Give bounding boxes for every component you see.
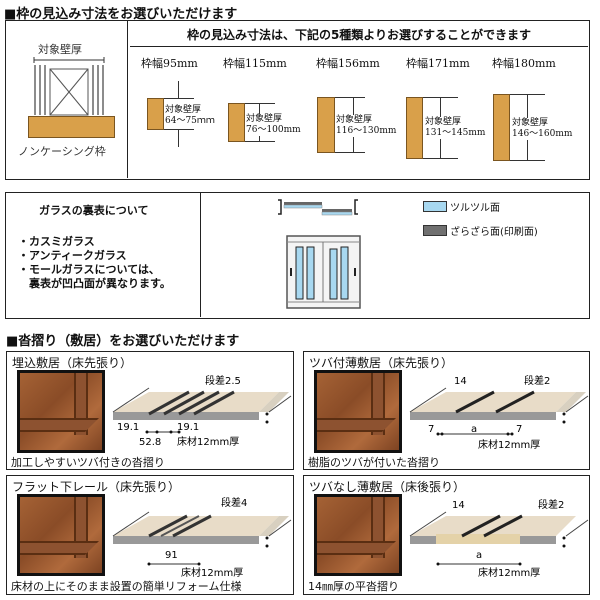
rough-side-swatch xyxy=(423,225,447,236)
flangeless-thin-threshold-diagram: 14 段差2 a 床材12mm厚 xyxy=(409,498,589,578)
panel-caption: 樹脂のツバが付いた沓摺り xyxy=(308,456,440,469)
frame-156-wall-label: 対象壁厚 xyxy=(336,115,373,126)
frame-115-block xyxy=(228,103,245,142)
sliding-window-icon xyxy=(286,235,361,309)
dim-line xyxy=(423,158,458,159)
svg-text:7: 7 xyxy=(516,424,522,435)
threshold-photo xyxy=(17,494,105,576)
glass-notes-title: ガラスの裏表について xyxy=(39,204,149,217)
panel-title: 埋込敷居（床先張り） xyxy=(12,356,133,370)
frame-180-wall-label: 対象壁厚 xyxy=(512,118,549,129)
threshold-photo xyxy=(314,370,402,453)
panel-title: ツバなし薄敷居（床後張り） xyxy=(309,480,466,494)
glass-note-item: ・カスミガラス xyxy=(18,235,95,248)
non-casing-frame-diagram: 対象壁厚 ノンケーシング枠 xyxy=(6,21,128,178)
svg-text:段差4: 段差4 xyxy=(221,496,247,509)
frame-180-range: 146～160mm xyxy=(512,129,573,140)
flanged-thin-threshold-diagram: 14 段差2 7 a 7 床材12mm厚 xyxy=(409,374,589,451)
frame-115-range: 76～100mm xyxy=(246,125,301,136)
wall-cross-section-icon xyxy=(33,57,105,116)
frame-options-title-bar: 枠の見込み寸法は、下記の5種類よりお選びすることができます xyxy=(130,21,588,47)
svg-text:19.1: 19.1 xyxy=(117,422,139,433)
frame-width-171: 枠幅171mm xyxy=(406,57,470,70)
section-heading-threshold: ■沓摺り（敷居）をお選びいただけます xyxy=(6,334,240,349)
dim-line xyxy=(178,81,179,98)
dim-line xyxy=(510,160,545,161)
frame-171-wall-label: 対象壁厚 xyxy=(425,117,462,128)
smooth-side-label: ツルツル面 xyxy=(450,203,500,214)
svg-text:段差2: 段差2 xyxy=(538,498,564,511)
glass-notes-list: ・カスミガラス ・アンティークガラス ・モールガラスについては、 裏表が凹凸面が… xyxy=(18,235,171,291)
glass-notes-panel: ガラスの裏表について ・カスミガラス ・アンティークガラス ・モールガラスについ… xyxy=(6,193,201,317)
frame-width-115: 枠幅115mm xyxy=(223,57,287,70)
frame-180-block xyxy=(493,94,510,161)
threshold-panel-flat-rail: フラット下レール（床先張り） 段差4 91 床材12mm厚 床材の上にそのまま設… xyxy=(6,475,294,595)
flat-rail-diagram: 段差4 91 床材12mm厚 xyxy=(112,496,292,578)
panel-title: フラット下レール（床先張り） xyxy=(12,480,181,494)
svg-text:52.8: 52.8 xyxy=(139,437,161,448)
frame-156-range: 116～130mm xyxy=(336,126,397,137)
glass-note-item: ・モールガラスについては、 xyxy=(18,263,160,276)
dim-line xyxy=(335,152,365,153)
threshold-photo xyxy=(17,370,105,453)
svg-text:19.1: 19.1 xyxy=(177,422,199,433)
threshold-panel-flangeless-thin: ツバなし薄敷居（床後張り） 14 段差2 a 床材12mm厚 14㎜厚の平沓摺り xyxy=(303,475,590,595)
frame-width-180: 枠幅180mm xyxy=(492,57,556,70)
non-casing-frame-label: ノンケーシング枠 xyxy=(18,145,106,158)
svg-text:床材12mm厚: 床材12mm厚 xyxy=(177,435,239,448)
frame-156-block xyxy=(317,97,335,153)
svg-text:a: a xyxy=(476,550,482,561)
threshold-panel-embedded: 埋込敷居（床先張り） 段差2.5 19.1 19.1 52.8 床材12mm厚 … xyxy=(6,351,294,470)
dim-line xyxy=(164,129,194,130)
frame-171-range: 131～145mm xyxy=(425,128,486,139)
dim-line xyxy=(245,141,275,142)
dim-line xyxy=(178,130,179,147)
threshold-photo xyxy=(314,494,402,576)
frame-width-156: 枠幅156mm xyxy=(316,57,380,70)
svg-text:床材12mm厚: 床材12mm厚 xyxy=(181,566,243,578)
wall-thickness-label: 対象壁厚 xyxy=(38,43,82,56)
svg-text:14: 14 xyxy=(454,376,467,387)
glass-cross-section-icon xyxy=(278,199,358,216)
frame-95-range: 64～75ｍｍ xyxy=(165,116,215,126)
panel-title: ツバ付薄敷居（床先張り） xyxy=(309,356,454,370)
svg-text:a: a xyxy=(471,424,477,435)
glass-note-item: ・アンティークガラス xyxy=(18,249,127,262)
svg-text:91: 91 xyxy=(165,550,178,561)
svg-text:14: 14 xyxy=(452,500,465,511)
panel-caption: 床材の上にそのまま設置の簡単リフォーム仕様 xyxy=(11,580,242,593)
dim-line xyxy=(245,103,275,104)
svg-text:床材12mm厚: 床材12mm厚 xyxy=(478,566,540,578)
section-heading-frame-depth: ■枠の見込み寸法をお選びいただけます xyxy=(4,7,238,22)
frame-171-block xyxy=(406,97,423,159)
svg-text:段差2: 段差2 xyxy=(524,374,550,387)
frame-95-block xyxy=(147,98,164,130)
smooth-side-swatch xyxy=(423,201,447,212)
panel-caption: 14㎜厚の平沓摺り xyxy=(308,580,399,593)
glass-note-item: 裏表が凹凸面が異なります。 xyxy=(18,277,171,290)
dim-line xyxy=(164,98,194,99)
frame-depth-box: 対象壁厚 ノンケーシング枠 枠の見込み寸法は、下記の5種類よりお選びすることがで… xyxy=(5,20,590,180)
embedded-threshold-diagram: 段差2.5 19.1 19.1 52.8 床材12mm厚 xyxy=(112,374,292,448)
threshold-panel-flanged-thin: ツバ付薄敷居（床先張り） 14 段差2 7 a 7 床材12mm厚 樹脂のツバが… xyxy=(303,351,590,470)
rough-side-label: ざらざら面(印刷面) xyxy=(450,227,538,238)
dim-line xyxy=(335,97,365,98)
frame-115-wall-label: 対象壁厚 xyxy=(246,114,283,125)
svg-text:段差2.5: 段差2.5 xyxy=(205,374,241,387)
panel-caption: 加工しやすいツバ付きの沓摺り xyxy=(11,456,165,469)
frame-95-wall-label: 対象壁厚 xyxy=(165,105,202,115)
frame-wood-block xyxy=(28,116,115,138)
glass-sides-box: ガラスの裏表について ・カスミガラス ・アンティークガラス ・モールガラスについ… xyxy=(5,192,590,319)
svg-text:床材12mm厚: 床材12mm厚 xyxy=(478,438,540,451)
svg-text:7: 7 xyxy=(428,424,434,435)
frame-width-95: 枠幅95mm xyxy=(141,57,198,70)
frame-options-title: 枠の見込み寸法は、下記の5種類よりお選びすることができます xyxy=(186,28,532,42)
